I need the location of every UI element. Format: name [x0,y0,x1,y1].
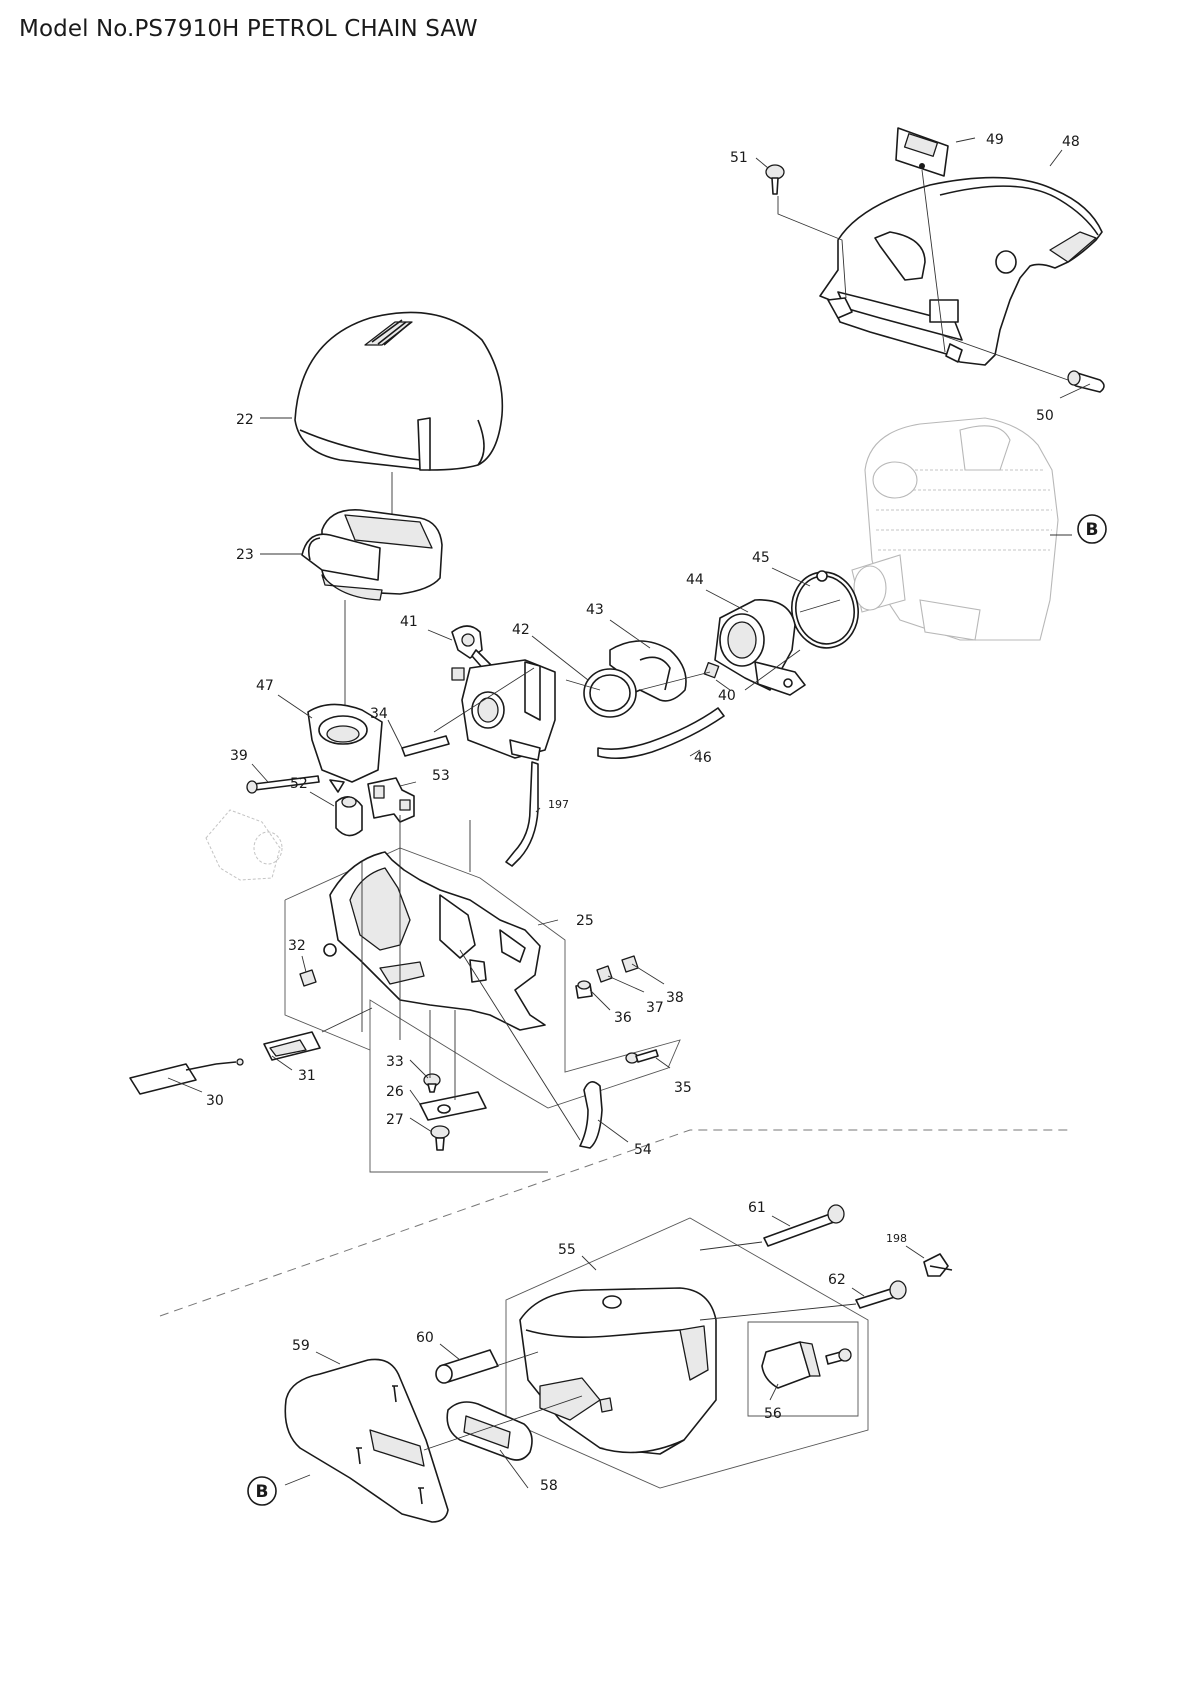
tube-part-34 [401,735,450,757]
part-label-197: 197 [548,798,569,811]
part-label-42: 42 [512,622,530,638]
spacer-part-60 [435,1349,499,1384]
part-label-60: 60 [416,1330,434,1346]
part-label-55: 55 [558,1242,576,1258]
gasket-part-58 [446,1401,533,1461]
intake-adapter-part-47 [307,703,383,793]
tag-part-31 [263,1031,321,1061]
part-label-52: 52 [290,776,308,792]
part-label-41: 41 [400,614,418,630]
part-label-26: 26 [386,1084,404,1100]
part-label-53: 53 [432,768,450,784]
part-label-34: 34 [370,706,388,722]
bolt-part-61 [763,1204,845,1247]
label-part-49 [895,127,949,177]
hose-part-54 [579,1081,603,1149]
plate-part-26 [419,1091,487,1121]
part-label-30: 30 [206,1093,224,1109]
part-label-35: 35 [674,1080,692,1096]
part-label-49: 49 [986,132,1004,148]
part-label-59: 59 [292,1338,310,1354]
hose-part-46 [597,707,725,760]
muffler-part-55 [519,1287,717,1455]
reference-marker-b-bottom-label: B [256,1482,269,1502]
part-label-198: 198 [886,1232,907,1245]
bolt-part-27 [430,1125,450,1151]
part-label-38: 38 [666,990,684,1006]
page-title: Model No.PS7910H PETROL CHAIN SAW [19,16,478,42]
assembly-frame-25 [284,847,681,1173]
tag-part-30 [129,1058,244,1095]
part-label-48: 48 [1062,134,1080,150]
part-label-37: 37 [646,1000,664,1016]
spark-arrestor-part-56 [761,1341,852,1389]
part-label-33: 33 [386,1054,404,1070]
clamp-ring-part-42 [583,668,637,718]
part-label-51: 51 [730,150,748,166]
part-label-39: 39 [230,748,248,764]
nut-part-40 [703,662,720,679]
part-label-62: 62 [828,1272,846,1288]
nut-part-32 [299,969,317,987]
part-label-61: 61 [748,1200,766,1216]
part-label-22: 22 [236,412,254,428]
part-label-44: 44 [686,572,704,588]
part-label-43: 43 [586,602,604,618]
top-cover-part-48 [819,176,1103,366]
reference-marker-b-top [1077,514,1107,544]
bolt-part-62 [855,1280,907,1309]
carburetor-body [451,659,556,761]
reference-marker-b-top-label: B [1086,520,1099,540]
part-label-47: 47 [256,678,274,694]
part-label-46: 46 [694,750,712,766]
air-filter-cover-part-22 [294,311,504,471]
bolt-part-39 [246,775,320,794]
screw-part-33 [423,1073,441,1093]
cylinder-ghost-outline [851,417,1059,641]
part-label-58: 58 [540,1478,558,1494]
reference-marker-b-bottom [247,1476,277,1506]
part-label-50: 50 [1036,408,1054,424]
handle-ghost-outline [205,809,283,881]
part-label-31: 31 [298,1068,316,1084]
screw-part-35 [625,1049,659,1064]
heat-shield-part-59 [284,1358,449,1523]
chassis-part-25 [323,851,546,1031]
clip-part-38 [621,955,639,973]
part-label-27: 27 [386,1112,404,1128]
part-label-45: 45 [752,550,770,566]
section-divider-line [159,1129,1072,1317]
part-label-32: 32 [288,938,306,954]
part-label-23: 23 [236,547,254,563]
fitting-part-36 [575,980,593,999]
pin-part-50 [1067,370,1105,393]
part-label-25: 25 [576,913,594,929]
part-label-56: 56 [764,1406,782,1422]
bracket-part-53 [367,777,415,823]
air-filter-part-23 [301,509,443,601]
part-label-40: 40 [718,688,736,704]
gasket-part-45 [791,570,859,649]
clip-part-37 [596,965,613,983]
damper-part-52 [335,796,363,837]
screw-part-51 [765,164,785,195]
part-label-36: 36 [614,1010,632,1026]
part-label-54: 54 [634,1142,652,1158]
intake-manifold-part-44 [714,599,806,696]
clip-part-198 [923,1253,953,1277]
fuel-line-part-197 [505,761,539,867]
